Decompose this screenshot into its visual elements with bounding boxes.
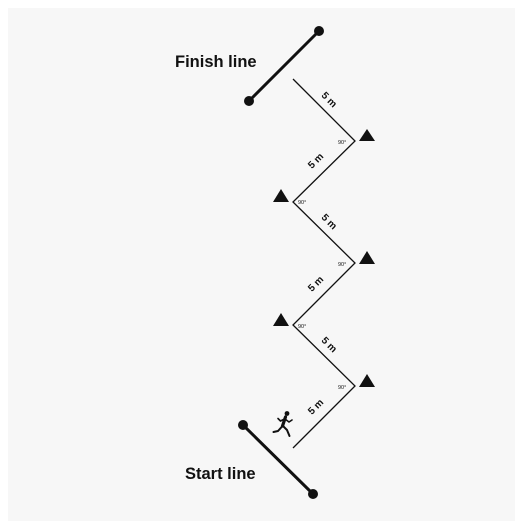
- finish-line-end-dot: [314, 26, 324, 36]
- triangle-cone-icon: [359, 374, 375, 387]
- finish-line-end-dot: [244, 96, 254, 106]
- finish-line: [244, 26, 324, 106]
- triangle-cone-icon: [273, 189, 289, 202]
- triangle-cone-icon: [359, 251, 375, 264]
- turn-angle-label: 90°: [298, 324, 306, 330]
- diagram-panel: [8, 8, 515, 521]
- finish-line-label: Finish line: [175, 53, 257, 71]
- course-path: [292, 78, 356, 449]
- segment-distance-label: 5 m: [306, 397, 326, 417]
- triangle-cone-icon: [359, 129, 375, 141]
- start-line-end-dot: [308, 489, 318, 499]
- triangle-cone-icon: [273, 313, 289, 326]
- runner-icon: [272, 411, 293, 437]
- turn-angle-label: 90°: [298, 200, 306, 206]
- start-line-label: Start line: [185, 465, 256, 483]
- start-line-end-dot: [238, 420, 248, 430]
- turn-angle-label: 90°: [338, 262, 346, 268]
- turn-angle-label: 90°: [338, 385, 346, 391]
- start-line: [238, 420, 318, 499]
- segment-distance-label: 5 m: [306, 151, 326, 171]
- segment-distance-label: 5 m: [319, 212, 339, 232]
- segment-distance-label: 5 m: [319, 335, 339, 355]
- segment-distance-label: 5 m: [306, 274, 326, 294]
- turn-angle-label: 90°: [338, 140, 346, 146]
